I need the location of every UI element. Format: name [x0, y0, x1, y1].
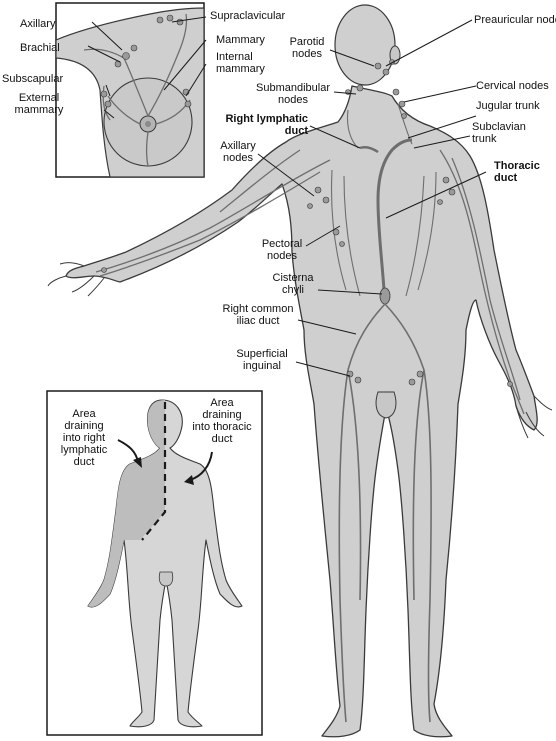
breast-leader-lines [87, 16, 207, 119]
label-cisterna-chyli: Cisterna chyli [272, 272, 314, 296]
label-superficial-inguinal: Superficial inguinal [236, 348, 288, 372]
label-mammary: Mammary [216, 34, 265, 46]
thoracic-duct [376, 138, 413, 291]
main-body-figure [47, 4, 553, 738]
label-parotid-nodes: Parotid nodes [289, 36, 325, 60]
label-jugular-trunk: Jugular trunk [476, 100, 540, 112]
label-subclavian-trunk: Subclavian trunk [472, 121, 526, 145]
label-pectoral-nodes: Pectoral nodes [261, 238, 303, 262]
main-leader-lines [257, 19, 487, 377]
right-lymphatic-duct [359, 145, 379, 154]
lymph-nodes [101, 59, 513, 387]
genital [375, 391, 397, 419]
label-external-mammary: External mammary [14, 92, 64, 116]
label-thoracic-duct: Thoracic duct [494, 160, 540, 184]
label-supraclavicular: Supraclavicular [210, 10, 286, 22]
arrow-thoracic [189, 451, 213, 481]
breast-inset [55, 2, 207, 178]
label-preauricular-nodes: Preauricular nodes [474, 14, 556, 26]
label-subscapular: Subscapular [2, 73, 64, 85]
right-hand-fingers [515, 395, 553, 439]
label-submandibular-nodes: Submandibular nodes [256, 82, 330, 106]
breast-vessels [83, 13, 191, 167]
arm-vessels-right [439, 149, 525, 415]
arrow-right-duct-head [133, 457, 142, 468]
label-right-lymphatic-duct: Right lymphatic duct [225, 113, 308, 137]
arrow-thoracic-head [184, 475, 194, 485]
right-duct-area [88, 400, 165, 607]
label-right-common-iliac-duct: Right common iliac duct [222, 303, 294, 327]
drainage-boundary [141, 402, 167, 541]
left-hand-fingers [47, 262, 105, 297]
label-axillary: Axillary [20, 18, 56, 30]
label-cervical-nodes: Cervical nodes [476, 80, 549, 92]
label-area-right-lymphatic: Area draining into right lymphatic duct [60, 408, 108, 468]
label-brachial: Brachial [20, 42, 60, 54]
arm-vessels-left [95, 149, 331, 277]
genital-small [158, 571, 174, 587]
iliac-ducts [338, 303, 432, 723]
cisterna-chyli [379, 287, 391, 305]
label-axillary-nodes: Axillary nodes [220, 140, 256, 164]
label-internal-mammary: Internal mammary [216, 51, 265, 75]
drainage-inset [46, 390, 263, 736]
label-area-thoracic: Area draining into thoracic duct [192, 397, 252, 445]
